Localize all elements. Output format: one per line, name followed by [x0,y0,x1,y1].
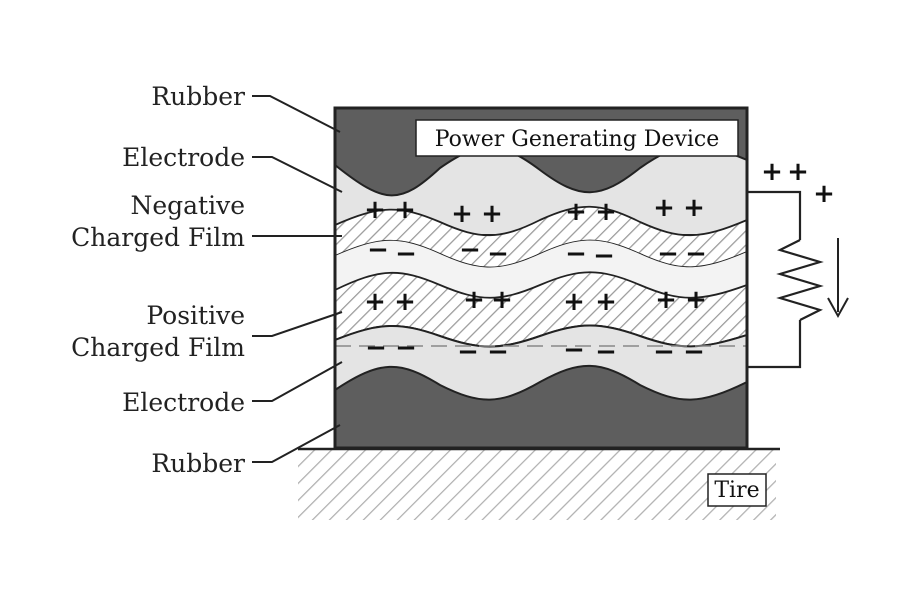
device-layers [335,108,747,448]
minus-sign: − [459,235,481,265]
circuit-wire-bottom [747,320,802,369]
label-negative-film-line1: Negative [130,191,245,220]
plus-sign: + [364,195,386,225]
resistor-symbol [776,239,824,321]
tire-block [298,450,776,520]
plus-sign: + [394,195,416,225]
negative-film-charges: −−−−−−−− [367,235,707,271]
device-label-box [415,119,739,157]
minus-sign: − [563,335,585,365]
positive-film-charges: ++++++++ [364,285,707,317]
leader-positive-film [252,311,343,337]
current-arrow [827,238,849,319]
leader-lines [252,95,343,463]
minus-sign: − [657,239,679,269]
leader-electrode-top [252,156,343,193]
plus-sign: + [761,157,783,187]
leader-electrode-bottom [252,361,343,402]
label-positive-film-line1: Positive [146,301,245,330]
plus-sign: + [394,287,416,317]
bottom-electrode-negative-charges: −−−−−−−− [365,333,705,367]
tire-label: Tire [714,478,759,503]
leader-rubber-top [252,95,341,133]
label-rubber-top: Rubber [151,82,245,111]
rubber-bottom-layer [335,364,747,448]
minus-sign: − [365,333,387,363]
plus-sign: + [491,285,513,315]
plus-sign: + [481,199,503,229]
plus-sign: + [364,287,386,317]
plus-sign: + [653,193,675,223]
plus-sign: + [813,179,835,209]
plus-sign: + [565,197,587,227]
circuit-positive-charges: +++ [761,157,835,209]
top-electrode-positive-charges: + + + + + + + + [364,193,705,229]
leader-rubber-bottom [252,424,341,463]
plus-sign: + [595,197,617,227]
label-rubber-bottom: Rubber [151,449,245,478]
plus-sign: + [451,199,473,229]
minus-sign: − [685,239,707,269]
minus-sign: − [487,239,509,269]
minus-sign: − [487,337,509,367]
device-outline [333,106,749,450]
plus-sign: + [655,285,677,315]
minus-sign: − [683,337,705,367]
minus-sign: − [395,239,417,269]
negative-film-layer [335,205,747,269]
minus-sign: − [565,239,587,269]
label-electrode-bottom: Electrode [122,388,245,417]
minus-sign: − [367,235,389,265]
minus-sign: − [593,241,615,271]
tire-label-box [707,473,767,507]
device-label: Power Generating Device [435,127,720,152]
minus-sign: − [457,337,479,367]
label-negative-film-line2: Charged Film [71,223,245,252]
minus-sign: − [653,337,675,367]
plus-sign: + [595,287,617,317]
minus-sign: − [395,333,417,363]
plus-sign: + [685,285,707,315]
plus-sign: + [683,193,705,223]
minus-sign: − [595,337,617,367]
circuit-wire-top [747,190,802,240]
label-electrode-top: Electrode [122,143,245,172]
label-positive-film-line2: Charged Film [71,333,245,362]
plus-sign: + [787,157,809,187]
plus-sign: + [463,285,485,315]
external-circuit [747,190,824,369]
plus-sign: + [563,287,585,317]
